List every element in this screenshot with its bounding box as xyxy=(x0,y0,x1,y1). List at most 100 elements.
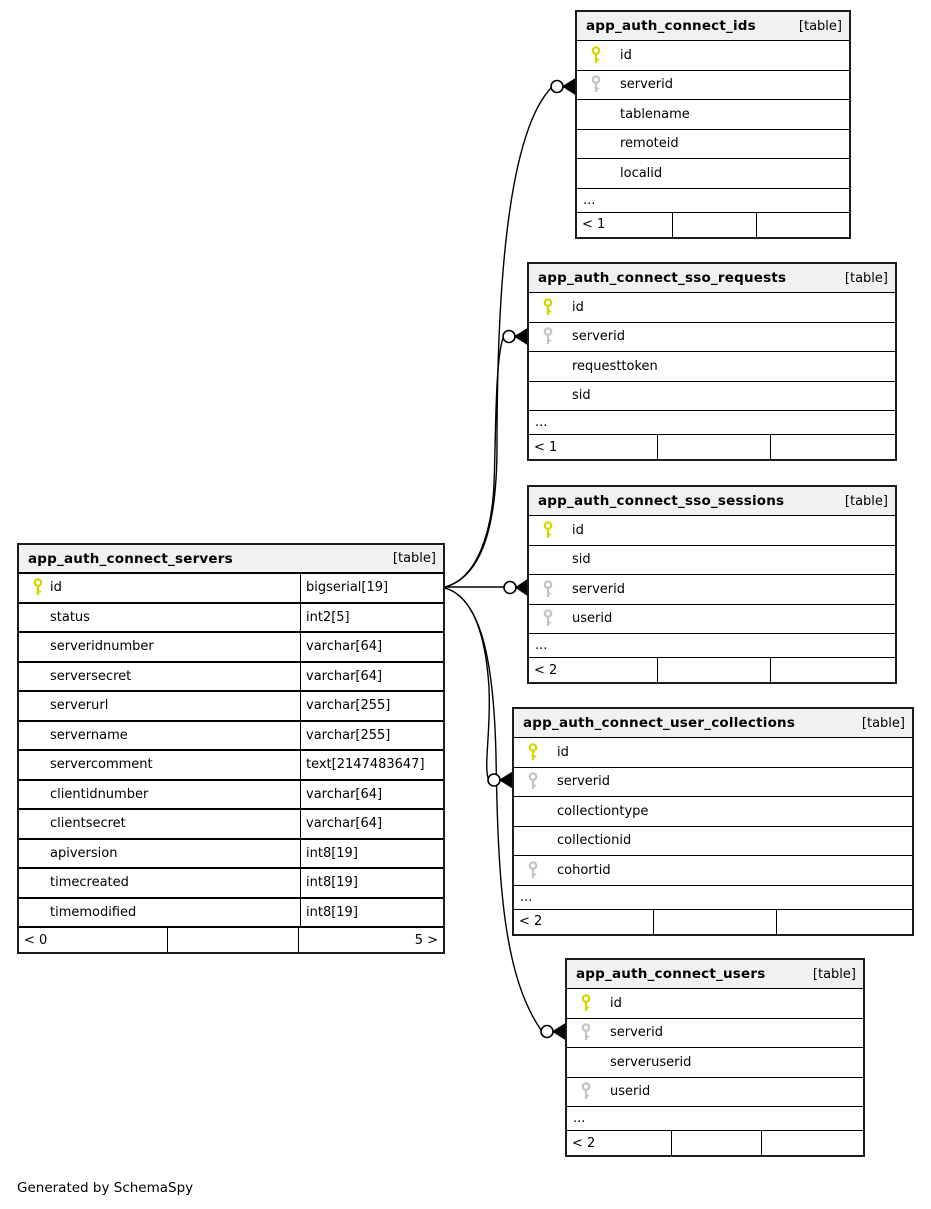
table-name[interactable]: app_auth_connect_ids xyxy=(586,18,756,34)
column-name-cell: remoteid xyxy=(577,134,849,153)
column-name: userid xyxy=(572,611,613,627)
column-name: localid xyxy=(620,165,663,181)
column-name: id xyxy=(50,580,62,596)
column-name-cell: serverid xyxy=(529,579,895,599)
column-name: timecreated xyxy=(50,875,129,891)
column-name: serverurl xyxy=(50,698,109,714)
column-type: varchar[64] xyxy=(300,662,443,690)
table-type-badge: [table] xyxy=(861,715,905,731)
column-type: text[2147483647] xyxy=(300,751,443,779)
outgoing-relationship-count xyxy=(771,435,895,459)
table-footer: < 2 xyxy=(514,909,912,934)
table-name[interactable]: app_auth_connect_user_collections xyxy=(523,715,796,731)
table-type-badge: [table] xyxy=(392,551,436,566)
truncated-columns-indicator: ... xyxy=(567,1107,863,1131)
incoming-relationship-count: < 1 xyxy=(582,217,606,232)
column-name-cell: id xyxy=(529,297,895,317)
edge-servers-to-sso-requests xyxy=(444,337,504,588)
column-name: clientidnumber xyxy=(50,786,149,802)
column-row: serverid xyxy=(577,71,849,100)
column-row: id xyxy=(529,293,895,323)
primary-key-icon xyxy=(527,742,539,762)
key-icon-placeholder xyxy=(32,903,44,922)
column-name-cell: tablename xyxy=(577,105,849,124)
column-name: remoteid xyxy=(620,136,679,152)
column-name-cell: serverid xyxy=(567,1023,863,1042)
column-row: serverid xyxy=(514,768,912,797)
column-name-cell: cohortid xyxy=(514,860,912,880)
column-name-cell: requesttoken xyxy=(529,357,895,376)
column-name-cell: serversecret xyxy=(19,667,300,686)
column-row: requesttoken xyxy=(529,352,895,382)
column-name-cell: apiversion xyxy=(19,844,300,863)
foreign-key-icon xyxy=(590,75,602,94)
table-header: app_auth_connect_user_collections [table] xyxy=(514,709,912,738)
column-type: varchar[64] xyxy=(300,633,443,661)
key-icon-placeholder xyxy=(32,873,44,892)
table-app_auth_connect_sso_sessions: app_auth_connect_sso_sessions [table] id si… xyxy=(527,485,897,684)
column-type: int8[19] xyxy=(300,869,443,897)
column-name: serveridnumber xyxy=(50,639,154,655)
column-name: requesttoken xyxy=(572,358,658,374)
footer-middle-cell xyxy=(672,212,757,237)
column-type: varchar[255] xyxy=(300,692,443,720)
column-name-cell: id xyxy=(529,520,895,540)
column-name: sid xyxy=(572,388,591,404)
table-header: app_auth_connect_sso_requests[table] xyxy=(529,264,895,293)
column-name: serveruserid xyxy=(610,1054,692,1070)
column-name: id xyxy=(572,299,584,315)
key-icon-placeholder xyxy=(527,802,539,821)
column-row: serverid xyxy=(529,323,895,352)
column-name: tablename xyxy=(620,106,690,122)
column-name-cell: status xyxy=(19,608,300,627)
table-name[interactable]: app_auth_connect_sso_sessions xyxy=(538,493,785,509)
column-type: bigserial[19] xyxy=(300,574,443,602)
incoming-relationship-count: < 2 xyxy=(534,662,558,678)
column-name-cell: id xyxy=(19,578,300,597)
foreign-key-icon xyxy=(542,579,554,599)
table-header: app_auth_connect_servers [table] xyxy=(19,545,443,574)
key-icon-placeholder xyxy=(32,637,44,656)
column-row: serveridnumber varchar[64] xyxy=(19,633,443,663)
primary-key-icon xyxy=(542,297,554,317)
column-row: remoteid xyxy=(577,130,849,159)
column-name-cell: userid xyxy=(529,609,895,628)
table-name[interactable]: app_auth_connect_sso_requests xyxy=(538,270,787,286)
column-name-cell: collectiontype xyxy=(514,802,912,821)
table-name[interactable]: app_auth_connect_users xyxy=(576,966,766,982)
key-icon-placeholder xyxy=(590,134,602,153)
truncated-columns-indicator: ... xyxy=(577,189,849,213)
table-header: app_auth_connect_sso_sessions [table] xyxy=(529,487,895,516)
truncated-columns-indicator: ... xyxy=(529,634,895,658)
column-name-cell: timecreated xyxy=(19,873,300,892)
column-name: serverid xyxy=(620,77,674,93)
column-name-cell: servername xyxy=(19,726,300,745)
column-name: id xyxy=(610,995,622,1011)
key-icon-placeholder xyxy=(580,1053,592,1072)
outgoing-relationship-count xyxy=(777,910,912,934)
column-name-cell: id xyxy=(514,742,912,762)
column-name: collectiontype xyxy=(557,803,649,819)
table-name[interactable]: app_auth_connect_servers xyxy=(28,550,233,567)
truncated-columns-indicator: ... xyxy=(529,411,895,435)
column-name-cell: localid xyxy=(577,164,849,183)
key-icon-placeholder xyxy=(32,785,44,804)
footer-middle-cell xyxy=(653,909,777,934)
column-name-cell: serverid xyxy=(577,75,849,94)
key-icon-placeholder xyxy=(542,357,554,376)
table-type-badge: [table] xyxy=(844,493,888,509)
column-type: int8[19] xyxy=(300,839,443,867)
column-name-cell: id xyxy=(577,45,849,65)
primary-key-icon xyxy=(580,993,592,1013)
column-name-cell: sid xyxy=(529,550,895,569)
column-name-cell: collectionid xyxy=(514,831,912,850)
column-name: id xyxy=(620,47,632,63)
column-name: timemodified xyxy=(50,904,137,920)
column-name: serverid xyxy=(572,329,626,345)
